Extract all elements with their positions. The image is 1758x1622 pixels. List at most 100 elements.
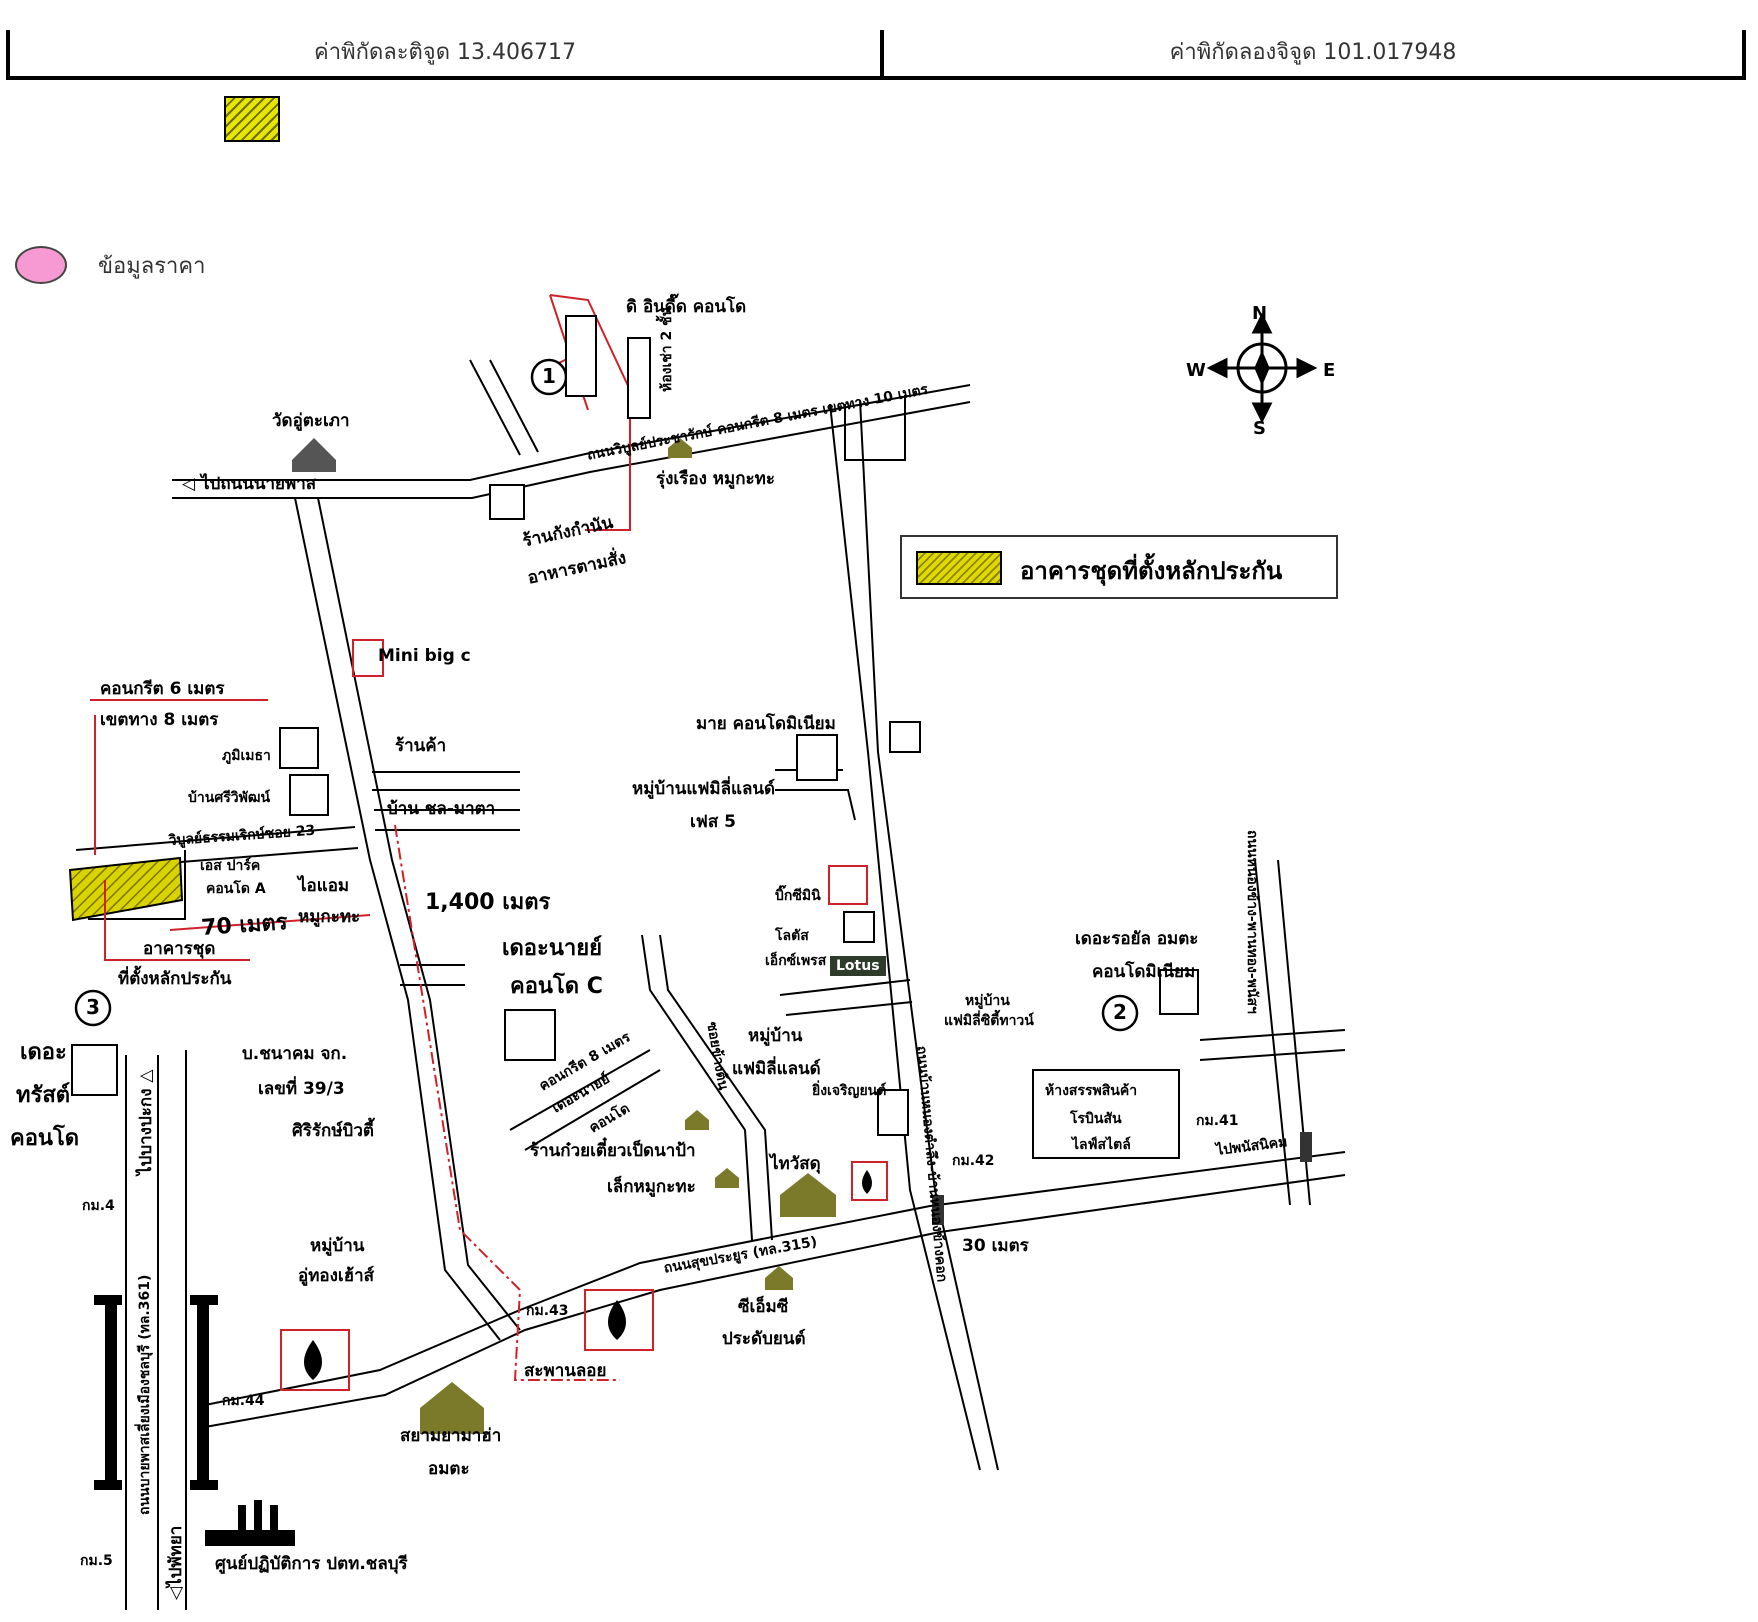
- longitude-label: ค่าพิกัดลองจิจูด 101.017948: [1169, 40, 1457, 65]
- rooms-building-icon: [627, 337, 651, 419]
- label-bigc-mini: บิ๊กซีมินิ: [775, 888, 821, 904]
- lek-house-icon: [715, 1168, 739, 1188]
- thaiwatsadu-house-icon: [780, 1173, 836, 1217]
- rung-rueang-house-icon: [668, 438, 692, 458]
- legend-box: อาคารชุดที่ตั้งหลักประกัน: [900, 535, 1338, 599]
- label-collateral-note-1: อาคารชุด: [143, 939, 216, 959]
- gas-station-icon-2: [304, 1340, 322, 1380]
- label-family-land-1: หมู่บ้าน: [748, 1026, 803, 1046]
- price-data-label: ข้อมูลราคา: [98, 254, 206, 279]
- legend-collateral-swatch: [916, 551, 1002, 585]
- label-dist-1400: 1,400 เมตร: [425, 890, 551, 915]
- trust-building-icon: [71, 1044, 118, 1096]
- seven-eleven-icon-2: [889, 721, 921, 753]
- inndeed-building-icon: [565, 315, 597, 397]
- label-road-361: ถนนบายพาสเลี่ยงเมืองชลบุรี (ทล.361): [137, 1274, 153, 1515]
- label-village-uthong-2: อู่ทองเฮ้าส์: [298, 1266, 375, 1286]
- label-village-uthong: หมู่บ้าน: [310, 1236, 365, 1256]
- my-condo-building-icon: [796, 734, 838, 781]
- label-km41: กม.41: [1196, 1113, 1239, 1129]
- legend-collateral-label: อาคารชุดที่ตั้งหลักประกัน: [1020, 557, 1283, 585]
- traffic-light-icon: [932, 1195, 944, 1225]
- marker-3-label: 3: [86, 995, 100, 1019]
- label-no-39-3: เลขที่ 39/3: [258, 1079, 345, 1099]
- collateral-building: [68, 856, 184, 922]
- label-family-land-2: แฟมิลี่แลนด์: [732, 1059, 821, 1079]
- label-two-storey-rooms: ห้องเช่า 2 ชั้น: [659, 306, 675, 392]
- label-cmc: ซีเอ็มซี: [738, 1297, 789, 1317]
- label-mini-bigc: Mini big c: [378, 646, 471, 666]
- label-ban-chon-mata: บ้าน ชล-มาตา: [387, 799, 496, 819]
- label-wat: วัดอู่ตะเภา: [272, 411, 350, 431]
- label-family-city-2: แฟมิลี่ซิตี้ทาวน์: [944, 1013, 1034, 1029]
- label-shop: ร้านค้า: [395, 736, 447, 756]
- label-s-park: เอส ปาร์ค: [200, 858, 261, 874]
- label-saphan-loi: สะพานลอย: [524, 1361, 607, 1381]
- marker-2: [1101, 994, 1139, 1032]
- label-the-trust-2: ทรัสต์: [16, 1083, 71, 1108]
- noodle-house-icon: [685, 1110, 709, 1130]
- compass-w: W: [1186, 360, 1206, 381]
- ying-charoen-building-icon: [877, 1089, 909, 1136]
- label-the-nine-2: คอนโด C: [510, 974, 603, 999]
- label-km44: กม.44: [222, 1393, 265, 1409]
- label-concrete-6m: คอนกรีต 6 เมตร: [100, 679, 225, 699]
- label-to-bang-pakong: ไปบางปะกง △: [136, 1069, 156, 1176]
- label-phumetha: ภูมิเมธา: [222, 748, 271, 764]
- label-the-trust-3: คอนโด: [10, 1126, 80, 1151]
- collateral-swatch: [224, 96, 280, 142]
- sriwiphat-building-icon: [289, 774, 329, 816]
- label-km5: กม.5: [80, 1553, 113, 1569]
- label-lek-mookata: เล็กหมูกะทะ: [607, 1177, 696, 1197]
- label-right-road: ถนนหนองข้าง-พานทอง-พนัสฯ: [1244, 830, 1260, 1014]
- siam-yamaha-house-icon: [420, 1382, 484, 1434]
- label-right-of-way-8m: เขตทาง 8 เมตร: [100, 710, 219, 730]
- coordinate-bar: ค่าพิกัดละติจูด 13.406717 ค่าพิกัดลองจิจ…: [6, 30, 1746, 80]
- label-the-nine-1: เดอะนายย์: [502, 936, 603, 961]
- marker-1-label: 1: [542, 364, 556, 388]
- label-km42: กม.42: [952, 1153, 995, 1169]
- label-to-pattaya: ◁ไปพัทยา: [166, 1525, 186, 1600]
- label-the-inndeed: ดิ อินดี๊ด คอนโด: [626, 297, 747, 317]
- label-ptt: ศูนย์ปฏิบัติการ ปตท.ชลบุรี: [215, 1554, 408, 1574]
- label-family-land-5a: หมู่บ้านแฟมิลี่แลนด์: [632, 779, 776, 799]
- lotus-logo: Lotus: [830, 956, 886, 976]
- phumetha-building-icon: [279, 727, 319, 769]
- road-top-south-edge: [172, 384, 971, 481]
- label-lotus-1: โลตัส: [775, 928, 809, 944]
- label-my-condo: มาย คอนโดมิเนียม: [696, 714, 836, 734]
- compass-n: N: [1252, 303, 1268, 324]
- label-noodle: ร้านก๋วยเตี๋ยวเป็ดนาป้า: [530, 1141, 696, 1161]
- label-ai-aem: ไอแอม: [298, 876, 350, 896]
- nine-building-icon: [504, 1009, 556, 1061]
- label-km43: กม.43: [526, 1303, 569, 1319]
- label-chanakhom: บ.ชนาคม จก.: [242, 1044, 348, 1064]
- label-condo-a: คอนโด A: [206, 881, 266, 897]
- label-siam-yamaha-2: อมตะ: [428, 1459, 470, 1479]
- label-to-nong-nai: ◁ ไปถนนนายพาส: [182, 474, 317, 494]
- label-km4: กม.4: [82, 1198, 115, 1214]
- label-royal-amata-1: เดอะรอยัล อมตะ: [1075, 929, 1199, 949]
- cmc-house-icon: [765, 1266, 793, 1290]
- label-siriraks: ศิริรักษ์บิวตี้: [292, 1121, 374, 1141]
- price-data-swatch: [15, 246, 67, 284]
- seven-eleven-icon-3: [843, 911, 875, 943]
- traffic-light-icon-2: [1300, 1132, 1312, 1162]
- label-royal-amata-2: คอนโดมิเนียม: [1092, 962, 1196, 982]
- seven-eleven-icon: [489, 484, 525, 520]
- gas-station-icon-3: [608, 1300, 626, 1340]
- label-robinson-2: โรบินสัน: [1070, 1111, 1122, 1127]
- label-lotus-2: เอ็กซ์เพรส: [765, 953, 827, 969]
- label-ying-charoen: ยิ่งเจริญยนต์: [812, 1083, 887, 1099]
- label-robinson-1: ห้างสรรพสินค้า: [1045, 1083, 1138, 1099]
- label-the-trust-1: เดอะ: [20, 1040, 67, 1065]
- label-family-city-1: หมู่บ้าน: [965, 993, 1010, 1009]
- compass-s: S: [1253, 418, 1266, 439]
- compass-e: E: [1323, 360, 1336, 381]
- label-family-land-5b: เฟส 5: [690, 812, 736, 832]
- label-rung-rueang: รุ่งเรือง หมูกะทะ: [656, 469, 775, 489]
- label-mookata: หมูกะทะ: [298, 907, 361, 927]
- marker-3: [74, 989, 112, 1027]
- coordinate-divider: [880, 30, 884, 80]
